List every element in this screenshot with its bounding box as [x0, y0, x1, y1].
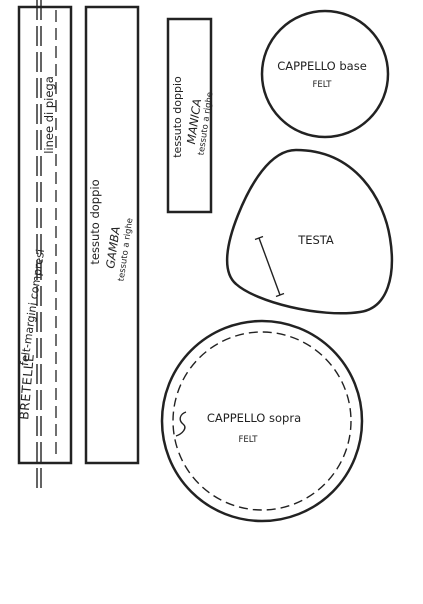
- manica-material: tessuto doppio: [171, 76, 184, 158]
- gamba-material: tessuto doppio: [88, 179, 102, 264]
- cappello-sopra-outline: [160, 319, 364, 523]
- piece-cappello-sopra: CAPPELLO sopra FELT: [160, 319, 364, 523]
- piece-cappello-base: CAPPELLO base FELT: [260, 9, 390, 139]
- piece-manica: tessuto doppio MANICA tessuto a righe: [166, 17, 215, 214]
- cappello-base-name: CAPPELLO base: [277, 59, 367, 73]
- testa-name: TESTA: [297, 233, 334, 247]
- cappello-sopra-notch: [175, 411, 187, 437]
- manica-name: MANICA: [184, 98, 204, 145]
- gamba-name: GAMBA: [103, 225, 123, 269]
- manica-outline: [166, 17, 213, 214]
- cappello-sopra-name: CAPPELLO sopra: [207, 411, 301, 425]
- bretelle-fold-label: linee di piega: [42, 76, 56, 154]
- bretelle-outline: [17, 5, 73, 465]
- piece-testa: TESTA: [225, 148, 394, 315]
- piece-bretelle: linee di piega felt-margini compresi BRE…: [16, 0, 73, 488]
- cappello-sopra-seam-line: [172, 331, 352, 511]
- bretelle-note: felt-margini compresi: [18, 248, 47, 366]
- testa-grain-cap-bottom: [275, 292, 285, 298]
- piece-gamba: tessuto doppio GAMBA tessuto a righe: [84, 5, 140, 465]
- cappello-base-material: FELT: [312, 80, 332, 90]
- testa-grain-cap-top: [254, 235, 264, 241]
- bretelle-name: BRETELLE: [16, 353, 37, 421]
- cappello-sopra-material: FELT: [238, 435, 258, 445]
- cappello-base-outline: [260, 9, 390, 139]
- testa-grain-line: [258, 237, 281, 296]
- testa-outline: [225, 148, 394, 315]
